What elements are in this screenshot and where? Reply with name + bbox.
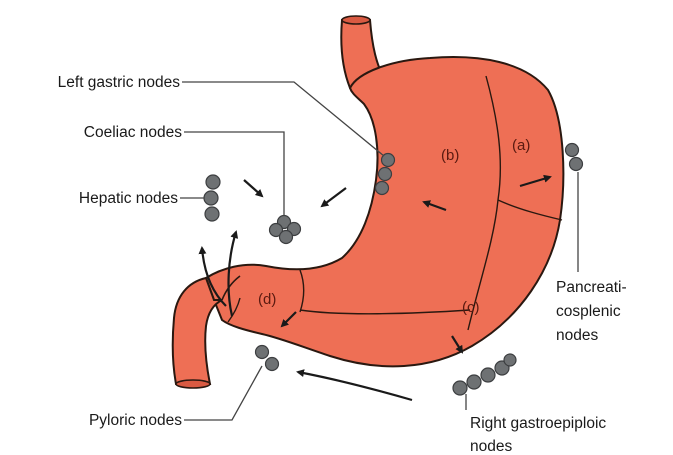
lymph-node xyxy=(280,231,293,244)
lymph-node xyxy=(566,144,579,157)
lymph-node xyxy=(379,168,392,181)
lymph-node xyxy=(204,191,218,205)
stomach: (a) (b) (c) (d) xyxy=(173,16,564,388)
lymph-node xyxy=(467,375,481,389)
lymph-node xyxy=(256,346,269,359)
label-pyloric: Pyloric nodes xyxy=(89,412,182,429)
label-left-gastric: Left gastric nodes xyxy=(58,74,181,91)
node-cluster-right-gastroepiploic xyxy=(453,354,516,395)
lymph-node xyxy=(266,358,279,371)
node-cluster-hepatic xyxy=(204,175,220,221)
arrow-to-pyloric xyxy=(298,372,412,400)
lymph-node xyxy=(453,381,467,395)
zone-label-b: (b) xyxy=(441,147,459,164)
lymph-node xyxy=(206,175,220,189)
label-right-gastroepiploic-1: Right gastroepiploic xyxy=(470,415,606,432)
label-pancreaticosplenic-3: nodes xyxy=(556,327,598,344)
zone-label-d: (d) xyxy=(258,291,276,308)
label-pancreaticosplenic-1: Pancreati- xyxy=(556,279,627,296)
arrow-to-coeliac-1 xyxy=(244,180,262,196)
stomach-body xyxy=(206,57,563,366)
esophagus-opening xyxy=(342,16,370,24)
label-hepatic: Hepatic nodes xyxy=(79,190,178,207)
label-coeliac: Coeliac nodes xyxy=(84,124,182,141)
node-cluster-pyloric xyxy=(256,346,279,371)
duodenum-opening xyxy=(176,380,210,388)
lymph-node xyxy=(570,158,583,171)
lymph-node xyxy=(205,207,219,221)
zone-label-c: (c) xyxy=(462,299,480,316)
node-cluster-pancreaticosplenic xyxy=(566,144,583,171)
lymph-node xyxy=(504,354,516,366)
arrow-to-coeliac-2 xyxy=(322,188,346,206)
lymph-node xyxy=(481,368,495,382)
label-right-gastroepiploic-2: nodes xyxy=(470,438,512,455)
zone-label-a: (a) xyxy=(512,137,530,154)
leader-coeliac xyxy=(184,132,284,216)
label-pancreaticosplenic-2: cosplenic xyxy=(556,303,621,320)
node-cluster-coeliac xyxy=(270,216,301,244)
lymph-node xyxy=(376,182,389,195)
